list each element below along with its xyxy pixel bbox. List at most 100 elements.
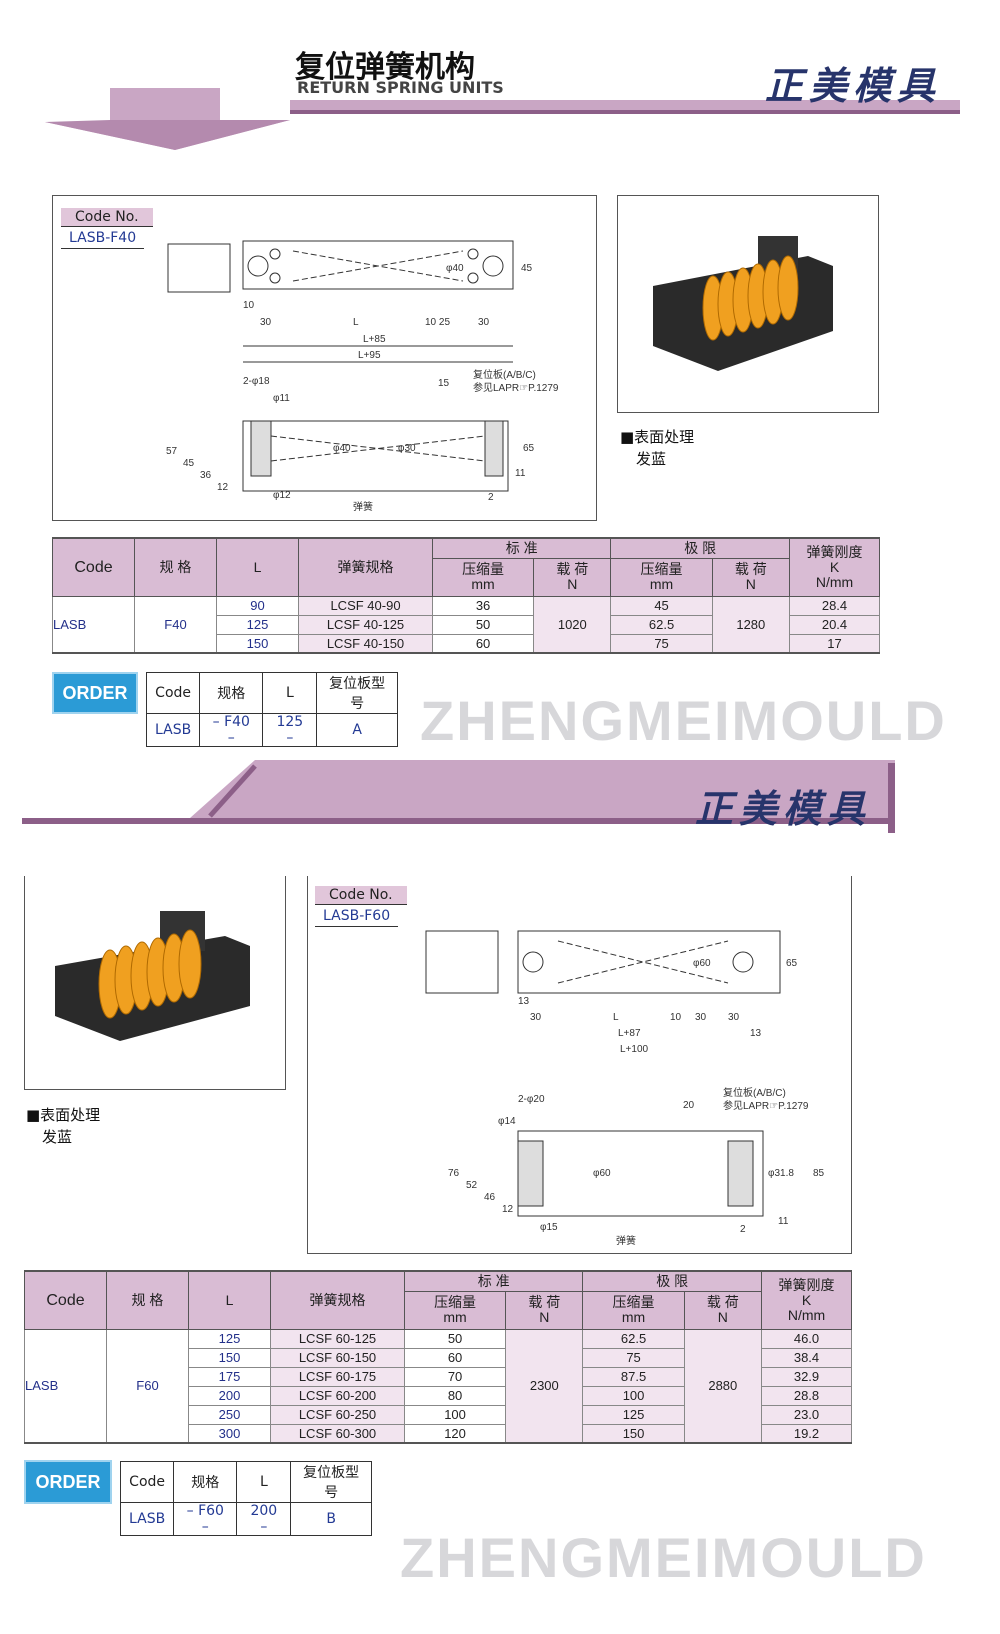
code-no-value: LASB-F60: [315, 906, 399, 927]
brand-logo-2: 正美模具: [695, 786, 872, 831]
order-logo: ORDER: [52, 672, 138, 714]
dim-label: 65: [523, 443, 535, 454]
dim-label: 弹簧: [353, 500, 373, 513]
drawing-frame-f40: Code No. LASB-F40 2-φ18 φ11 复位板(A/B/C) 参…: [52, 195, 597, 521]
dim-label: 复位板(A/B/C): [473, 368, 536, 381]
dim-label: 2-φ18: [243, 376, 270, 387]
col-L: L: [216, 537, 299, 597]
product-image: [653, 236, 833, 371]
dim-label: L: [613, 1012, 619, 1023]
technical-drawing-f40: 2-φ18 φ11 复位板(A/B/C) 参见LAPR☞P.1279 10 30…: [166, 240, 559, 513]
dim-label: 10: [243, 300, 255, 311]
dim-label: 参见LAPR☞P.1279: [473, 381, 559, 394]
product-photo-f60: [24, 876, 286, 1090]
dim-label: φ30: [398, 443, 416, 454]
dim-label: 76: [448, 1168, 460, 1179]
dim-label: 30: [260, 317, 272, 328]
watermark-1: ZHENGMEIMOULD: [420, 689, 947, 752]
surface-treatment-value: 发蓝: [42, 1128, 73, 1146]
dim-label: 11: [778, 1216, 789, 1227]
dim-label: 2: [488, 492, 494, 503]
dim-label: 13: [750, 1028, 762, 1039]
dim-label: 65: [786, 958, 798, 969]
dim-label: 30: [530, 1012, 542, 1023]
header-band: [45, 88, 960, 150]
surface-treatment-value: 发蓝: [636, 450, 667, 468]
dim-label: φ60: [693, 958, 711, 969]
surface-treatment-title: ■表面处理: [26, 1106, 101, 1124]
dim-label: 30: [478, 317, 490, 328]
watermark-2: ZHENGMEIMOULD: [400, 1526, 927, 1589]
drawing-frame-f60: Code No. LASB-F60 2-φ20 φ14 复位板(A/B/C) 参…: [307, 876, 852, 1254]
dim-label: 30: [728, 1012, 740, 1023]
dim-label: 弹簧: [616, 1234, 636, 1247]
dim-label: 57: [166, 446, 178, 457]
dim-label: φ40: [446, 263, 464, 274]
dim-label: 复位板(A/B/C): [723, 1086, 786, 1099]
dim-label: 15: [438, 378, 450, 389]
dim-label: 52: [466, 1180, 478, 1191]
dim-label: 12: [217, 482, 229, 493]
technical-drawing-f60: 2-φ20 φ14 复位板(A/B/C) 参见LAPR☞P.1279 13 30…: [425, 930, 825, 1247]
dim-label: φ12: [273, 490, 291, 501]
col-standard: 标 准: [431, 537, 612, 559]
dim-label: 30: [695, 1012, 707, 1023]
dim-label: 2-φ20: [518, 1094, 545, 1105]
dim-label: 85: [813, 1168, 825, 1179]
dim-label: 13: [518, 996, 530, 1007]
dim-label: φ31.8: [768, 1168, 794, 1179]
dim-label: 参见LAPR☞P.1279: [723, 1099, 809, 1112]
dim-label: φ40: [333, 443, 351, 454]
page-subtitle: RETURN SPRING UNITS: [297, 78, 504, 97]
dim-label: 2: [740, 1224, 746, 1235]
table-row: LASB F40 90 LCSF 40-90 36 1020 45 1280 2…: [52, 595, 880, 654]
page-title: 复位弹簧机构: [295, 50, 475, 85]
table-row: 150 LCSF 40-150 60 75 17: [53, 633, 880, 654]
dim-label: 10 25: [425, 317, 450, 328]
dim-label: φ11: [273, 393, 290, 404]
brand-logo: 正美模具: [765, 63, 942, 108]
col-limit: 极 限: [610, 537, 790, 559]
order-logo: ORDER: [24, 1460, 112, 1504]
dim-label: L+95: [358, 350, 381, 361]
product-image: [55, 911, 250, 1041]
surface-treatment-title: ■表面处理: [620, 428, 695, 446]
dim-label: L+85: [363, 334, 386, 345]
dim-label: 12: [502, 1204, 514, 1215]
section-band-2: [22, 760, 895, 833]
dim-label: φ15: [540, 1222, 558, 1233]
dimension-labels: 2-φ18 φ11 复位板(A/B/C) 参见LAPR☞P.1279 10 30…: [166, 263, 559, 513]
col-code: Code: [52, 537, 135, 597]
col-spring: 弹簧规格: [298, 537, 433, 597]
dim-label: 36: [200, 470, 212, 481]
dim-label: φ14: [498, 1116, 516, 1127]
col-spec: 规 格: [134, 537, 217, 597]
dim-label: 20: [683, 1100, 695, 1111]
dim-label: φ60: [593, 1168, 611, 1179]
dim-label: L+87: [618, 1028, 641, 1039]
table-row: 125 LCSF 40-125 50 62.5 20.4: [53, 614, 880, 635]
dim-label: 10: [670, 1012, 682, 1023]
dimension-labels: 2-φ20 φ14 复位板(A/B/C) 参见LAPR☞P.1279 13 30…: [448, 958, 825, 1247]
dim-label: 46: [484, 1192, 496, 1203]
dim-label: L+100: [620, 1044, 649, 1055]
dim-label: 11: [515, 468, 526, 479]
product-photo-f40: [617, 195, 879, 413]
dim-label: 45: [183, 458, 195, 469]
code-no-value: LASB-F40: [61, 228, 145, 249]
dim-label: L: [353, 317, 359, 328]
